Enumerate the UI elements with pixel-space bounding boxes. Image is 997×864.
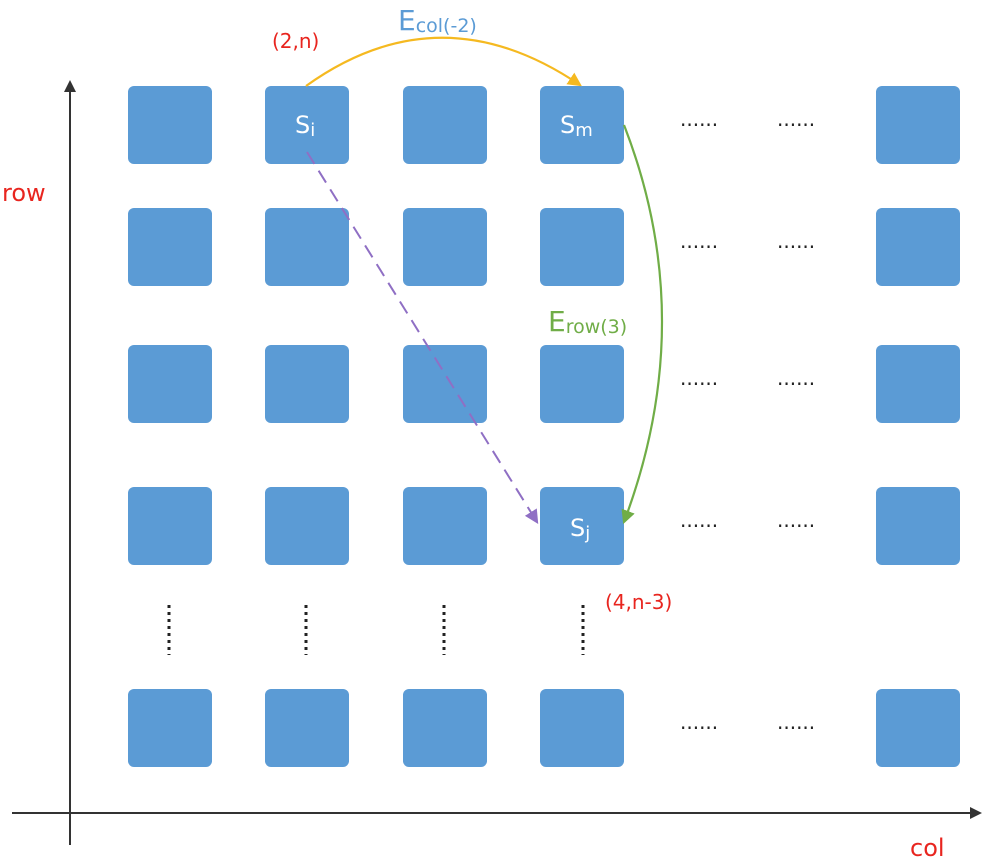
grid-cell xyxy=(876,208,960,286)
grid-cell xyxy=(876,689,960,767)
node-label-sm: Sm xyxy=(560,111,593,141)
horizontal-ellipses: ...... ...... ...... ...... ...... .....… xyxy=(680,107,815,734)
grid-cell xyxy=(265,345,349,423)
grid-cell xyxy=(876,345,960,423)
grid-cell xyxy=(876,487,960,565)
grid-cell xyxy=(403,689,487,767)
grid-cell xyxy=(128,208,212,286)
grid-cell xyxy=(403,208,487,286)
grid-cell xyxy=(128,689,212,767)
grid-cell xyxy=(128,86,212,164)
grid-cell xyxy=(540,208,624,286)
axes: row col xyxy=(2,80,982,862)
ellipsis-h: ...... xyxy=(680,366,718,390)
ellipsis-h: ...... xyxy=(777,508,815,532)
grid-cell xyxy=(403,86,487,164)
ellipsis-h: ...... xyxy=(777,366,815,390)
grid-cell xyxy=(265,208,349,286)
grid-cell-sm xyxy=(540,86,624,164)
grid-cell xyxy=(128,487,212,565)
edge-row-arrow xyxy=(621,124,664,525)
edge-col-label: Ecol(-2) xyxy=(398,4,477,37)
y-axis-label: row xyxy=(2,179,46,207)
ellipsis-h: ...... xyxy=(680,229,718,253)
edge-row-label: Erow(3) xyxy=(548,305,627,338)
edge-diagonal-arrow xyxy=(306,151,539,524)
ellipsis-h: ...... xyxy=(777,710,815,734)
grid-cell-sj xyxy=(540,487,624,565)
grid-cell-si xyxy=(265,86,349,164)
grid-cell xyxy=(540,345,624,423)
edge-col-arrow xyxy=(305,36,582,87)
grid-cell xyxy=(265,689,349,767)
grid-cell xyxy=(128,345,212,423)
x-axis-label: col xyxy=(910,834,945,862)
ellipsis-h: ...... xyxy=(777,107,815,131)
ellipsis-h: ...... xyxy=(680,710,718,734)
ellipsis-h: ...... xyxy=(680,508,718,532)
grid-cell xyxy=(403,487,487,565)
grid-cell xyxy=(403,345,487,423)
grid-cells xyxy=(128,86,960,767)
node-label-si: Si xyxy=(295,111,315,141)
ellipsis-h: ...... xyxy=(680,107,718,131)
vertical-ellipses xyxy=(167,605,585,655)
grid-cell xyxy=(265,487,349,565)
grid-cell xyxy=(540,689,624,767)
ellipsis-h: ...... xyxy=(777,229,815,253)
grid-cell xyxy=(876,86,960,164)
node-label-sj: Sj xyxy=(570,514,590,544)
coord-label-sj: (4,n-3) xyxy=(605,590,672,614)
coord-label-si: (2,n) xyxy=(272,29,319,53)
